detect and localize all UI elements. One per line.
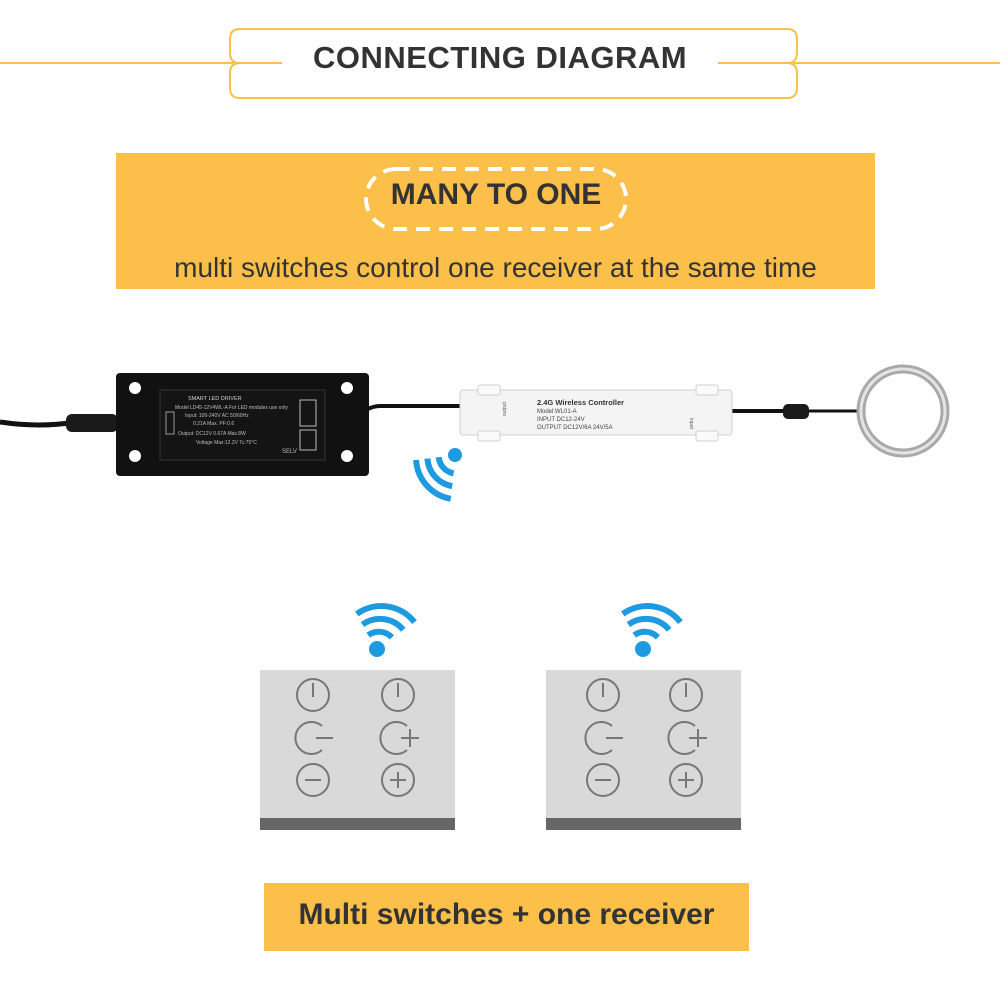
switch-1-power-left-icon <box>296 678 330 712</box>
header-frame <box>0 28 1000 99</box>
info-banner <box>116 153 875 289</box>
driver-input: Input: 100-240V AC 50/60Hz <box>185 413 249 419</box>
controller-title: 2.4G Wireless Controller <box>537 398 624 407</box>
driver-voltage: Voltage Max:12.2V Tc:75°C <box>196 440 257 446</box>
switch-2-plus-icon <box>669 763 703 797</box>
mode-description: multi switches control one receiver at t… <box>174 252 817 283</box>
switch-2-dim-up-icon <box>667 721 707 755</box>
pill-outline <box>364 167 628 231</box>
controller-model: Model:WL01-A <box>537 409 577 415</box>
ring-light <box>856 364 950 458</box>
wireless-switch-2[interactable] <box>536 600 756 840</box>
dc-cable <box>365 404 462 412</box>
connector <box>783 404 809 419</box>
controller-signal-icon <box>413 448 462 502</box>
switch-2-minus-icon <box>586 763 620 797</box>
switch-2-power-right-icon <box>669 678 703 712</box>
mode-label: MANY TO ONE <box>390 178 602 211</box>
controller-output: OUTPUT DC12V/6A 24V/5A <box>537 425 613 431</box>
switch-2-dim-down-icon <box>584 721 623 755</box>
summary-label: Multi switches + one receiver <box>298 898 715 931</box>
controller-input-tag: input <box>688 418 694 429</box>
driver-output: Output: DC12V 0.67A Max.8W <box>178 431 246 437</box>
switch-1-plus-icon <box>381 763 415 797</box>
summary-box <box>264 883 749 951</box>
switch-1-dim-down-icon <box>294 721 333 755</box>
switch-1-signal-icon <box>355 603 417 657</box>
switch-1-power-right-icon <box>381 678 415 712</box>
page-title: CONNECTING DIAGRAM <box>312 40 688 75</box>
switch-1-dim-up-icon <box>379 721 419 755</box>
mains-plug <box>66 414 118 432</box>
led-driver: SMART LED DRIVER Model LD45-12V4WL-A For… <box>116 373 369 476</box>
switch-2-signal-icon <box>621 603 683 657</box>
wireless-switch-1[interactable] <box>250 600 470 840</box>
controller-output-tag: output <box>502 401 508 416</box>
switch-1-minus-icon <box>296 763 330 797</box>
driver-selv: SELV <box>282 449 297 455</box>
driver-current: 0.21A Max. PF:0.6 <box>193 421 234 427</box>
controller-input: INPUT DC12-24V <box>537 417 585 423</box>
mains-cable <box>0 419 76 428</box>
driver-model: Model LD45-12V4WL-A For LED modules use … <box>175 405 288 411</box>
switch-2-power-left-icon <box>586 678 620 712</box>
wiring-diagram: SMART LED DRIVER Model LD45-12V4WL-A For… <box>0 364 950 502</box>
driver-heading: SMART LED DRIVER <box>188 396 242 402</box>
wireless-controller: 2.4G Wireless Controller Model:WL01-A IN… <box>459 384 733 442</box>
